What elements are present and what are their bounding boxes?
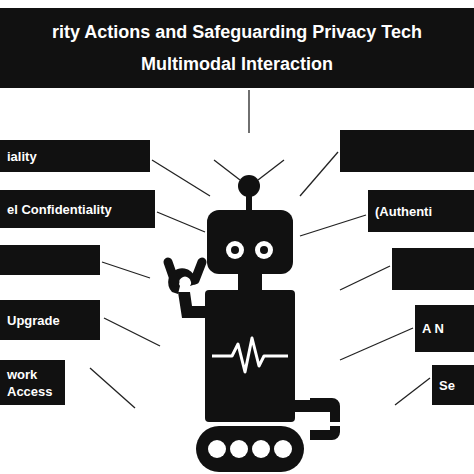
box-label: Se <box>439 377 455 394</box>
title-banner: rity Actions and Safeguarding Privacy Te… <box>0 8 474 88</box>
feature-box: iality <box>0 140 150 172</box>
feature-box: Se <box>432 365 474 405</box>
feature-box: A N <box>415 305 474 352</box>
box-label: A N <box>422 320 444 337</box>
feature-box: work Access <box>0 360 65 405</box>
feature-box: el Confidentiality <box>0 190 155 228</box>
empty-boxes <box>0 130 474 290</box>
box-label: el Confidentiality <box>7 201 112 218</box>
box-label: Upgrade <box>7 312 60 329</box>
title-text: rity Actions and Safeguarding Privacy Te… <box>6 16 468 80</box>
feature-box: (Authenti <box>368 190 474 232</box>
box-label: (Authenti <box>375 203 432 220</box>
feature-box: Upgrade <box>0 300 100 340</box>
box-label: iality <box>7 148 37 165</box>
box-label: work Access <box>7 366 58 400</box>
robot <box>168 175 340 472</box>
